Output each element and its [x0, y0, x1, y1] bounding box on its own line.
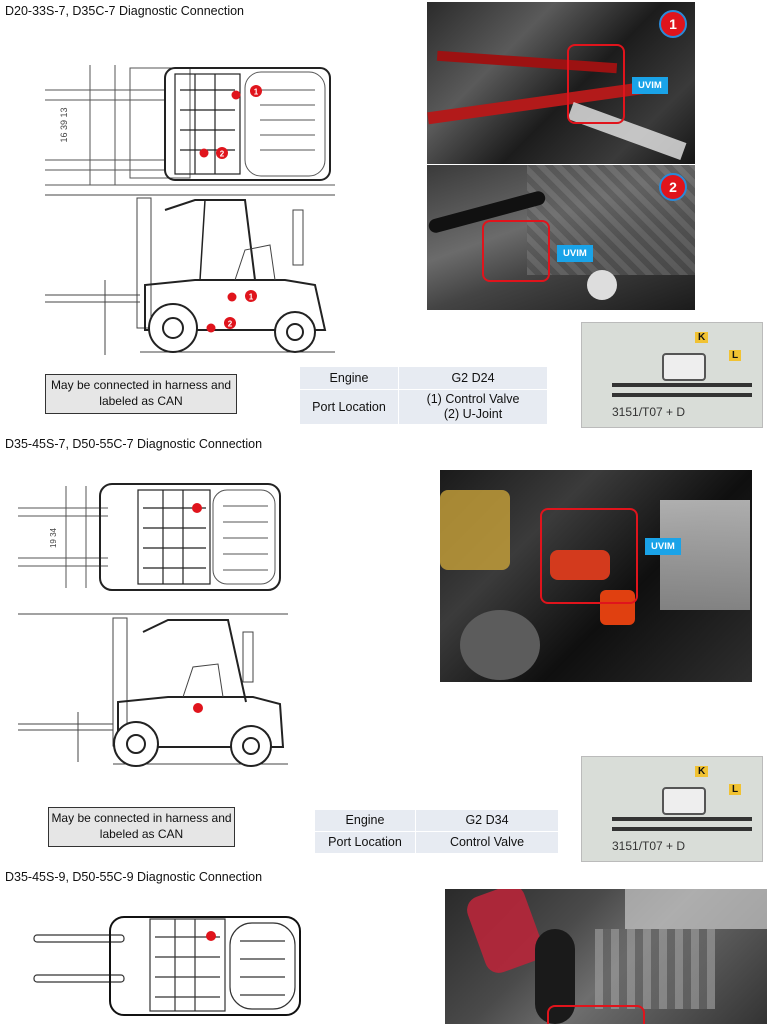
port-location-value: (1) Control Valve (2) U-Joint: [398, 389, 548, 425]
engine-info-table-1: Engine G2 D24 Port Location (1) Control …: [299, 366, 548, 425]
engine-photo-2: UVIM 2: [427, 165, 695, 310]
drawing-dimensions: 16 39 13: [59, 107, 69, 142]
connector-diagram-2: K L 3151/T07 + D: [581, 756, 763, 862]
forklift-top-view-drawing-3: [30, 905, 305, 1024]
engine-value: G2 D24: [398, 366, 548, 390]
uvim-tag: UVIM: [645, 538, 681, 555]
engine-photo-3: UVIM: [440, 470, 752, 682]
engine-photo-4: [445, 889, 767, 1024]
forklift-top-view-drawing-1: 16 39 13 1 2: [45, 60, 335, 190]
svg-text:2: 2: [220, 150, 225, 159]
section-2-title: D35-45S-7, D50-55C-7 Diagnostic Connecti…: [5, 437, 263, 451]
location-badge-2: 2: [659, 173, 687, 201]
connector-caption: 3151/T07 + D: [612, 405, 686, 419]
port-location-label: Port Location: [299, 389, 399, 425]
location-badge-1: 1: [659, 10, 687, 38]
forklift-side-view-drawing-1: 1 2: [45, 190, 340, 360]
svg-text:1: 1: [249, 293, 254, 302]
pin-key-k: K: [695, 766, 709, 777]
connector-caption: 3151/T07 + D: [612, 839, 686, 853]
engine-label: Engine: [314, 809, 416, 832]
port-location-value: Control Valve: [415, 831, 559, 854]
section-3-title: D35-45S-9, D50-55C-9 Diagnostic Connecti…: [5, 870, 263, 884]
connector-diagram-1: K L 3151/T07 + D: [581, 322, 763, 428]
engine-info-table-2: Engine G2 D34 Port Location Control Valv…: [314, 809, 559, 854]
svg-text:1: 1: [254, 88, 259, 97]
section-1-title: D20-33S-7, D35C-7 Diagnostic Connection: [5, 4, 245, 18]
pin-key-k: K: [695, 332, 709, 343]
forklift-side-view-drawing-2: [18, 612, 288, 770]
uvim-tag: UVIM: [557, 245, 593, 262]
uvim-tag: UVIM: [632, 77, 668, 94]
port-location-label: Port Location: [314, 831, 416, 854]
harness-note-1: May be connected in harness and labeled …: [45, 374, 237, 414]
engine-photo-1: UVIM 1: [427, 2, 695, 164]
engine-value: G2 D34: [415, 809, 559, 832]
harness-note-2: May be connected in harness and labeled …: [48, 807, 235, 847]
drawing-dimensions: 19 34: [49, 527, 58, 548]
svg-text:2: 2: [228, 320, 233, 329]
engine-label: Engine: [299, 366, 399, 390]
pin-key-l: L: [729, 784, 742, 795]
forklift-top-view-drawing-2: 19 34: [18, 478, 288, 596]
pin-key-l: L: [729, 350, 742, 361]
